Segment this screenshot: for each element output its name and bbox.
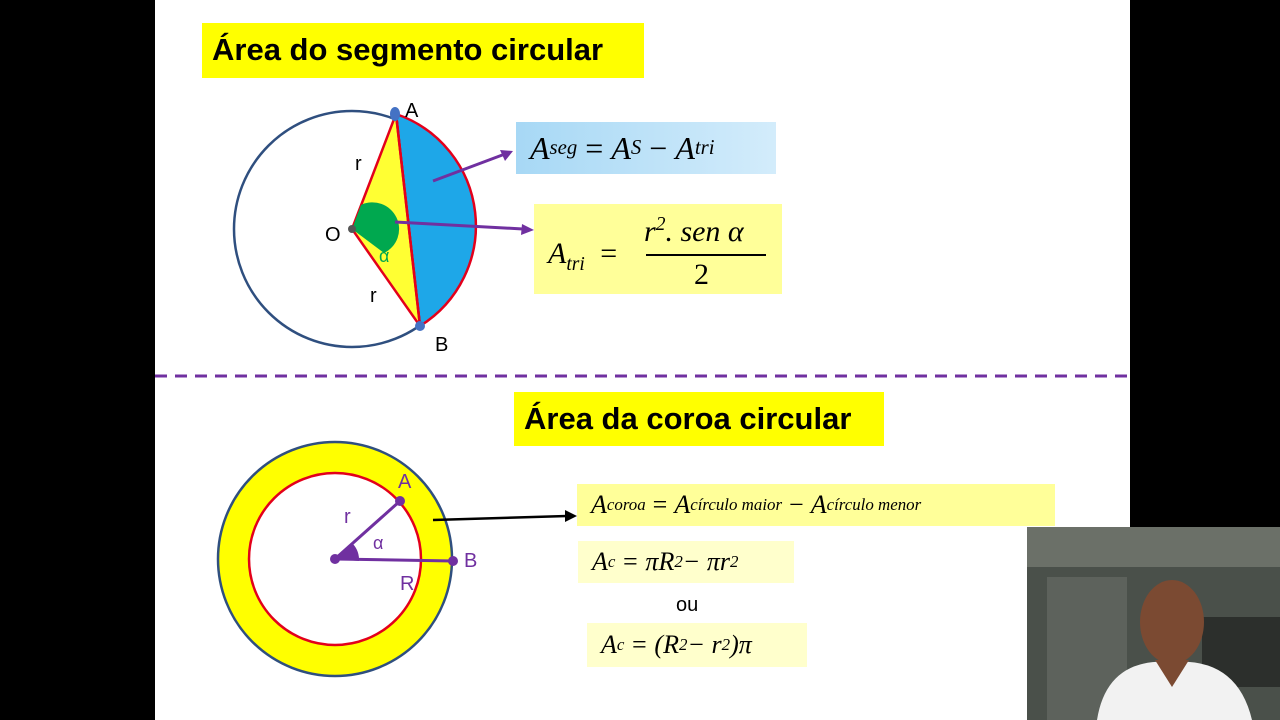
chord-ab — [394, 113, 422, 327]
arrow-to-tri-formula — [394, 220, 524, 231]
angle-alpha-wedge — [352, 202, 400, 253]
label-R-big: R — [400, 573, 414, 595]
point-a — [390, 107, 400, 121]
label-alpha-2: α — [373, 533, 383, 553]
dashed-divider — [155, 374, 1130, 378]
label-alpha: α — [379, 246, 389, 266]
segment-diagram: A B O r r α — [232, 100, 534, 356]
label-r-bottom: r — [370, 285, 377, 307]
ou-label: ou — [676, 594, 699, 616]
circular-segment — [394, 112, 478, 329]
section-title-coroa: Área da coroa circular — [514, 392, 884, 446]
label-b: B — [435, 334, 448, 356]
annulus-diagram: A B r R α — [216, 440, 577, 678]
label-b-2: B — [464, 550, 477, 572]
label-a-2: A — [398, 471, 412, 493]
radius-r — [334, 499, 401, 561]
formula-area-triangulo: Atri = r2. sen α 2 — [534, 204, 782, 294]
section-title-segmento: Área do segmento circular — [202, 23, 644, 78]
webcam-overlay — [1027, 527, 1280, 720]
radius-R — [334, 557, 454, 563]
point-a-2 — [395, 496, 405, 506]
point-o — [348, 225, 356, 233]
point-b — [415, 321, 425, 331]
point-b-2 — [448, 556, 458, 566]
label-a: A — [405, 100, 419, 122]
label-o: O — [325, 224, 341, 246]
presenter-video-placeholder — [1027, 527, 1280, 720]
arrow-to-seg-formula — [432, 152, 506, 183]
label-r-small: r — [344, 506, 351, 528]
label-r-top: r — [355, 153, 362, 175]
angle-alpha-wedge-2 — [335, 544, 360, 561]
arrow-to-coroa-formula — [432, 514, 568, 522]
